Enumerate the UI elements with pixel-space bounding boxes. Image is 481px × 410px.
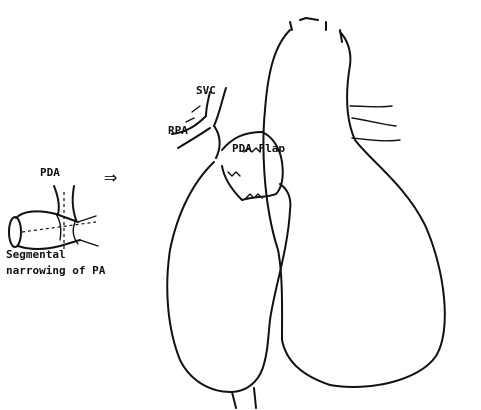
aortic-arch-top <box>290 18 342 42</box>
segmental-label: Segmental <box>6 248 66 261</box>
svc-label: SVC <box>196 84 216 97</box>
branch-vessel-upper <box>350 106 396 126</box>
branch-vessel-lower <box>352 138 400 141</box>
inset-pda-label: PDA <box>40 166 60 179</box>
transition-arrow: ⇒ <box>104 165 117 190</box>
right-atrium-outline <box>167 162 290 392</box>
rpa-label: RPA <box>168 124 188 137</box>
narrowing-label: narrowing of PA <box>6 264 106 277</box>
inset-pa-tube <box>16 211 80 249</box>
rpa-vessel <box>172 116 220 158</box>
pda-flap-label: PDA Flap <box>232 142 285 155</box>
svc-small-branch <box>186 106 200 122</box>
inset-pa-opening <box>9 217 21 247</box>
